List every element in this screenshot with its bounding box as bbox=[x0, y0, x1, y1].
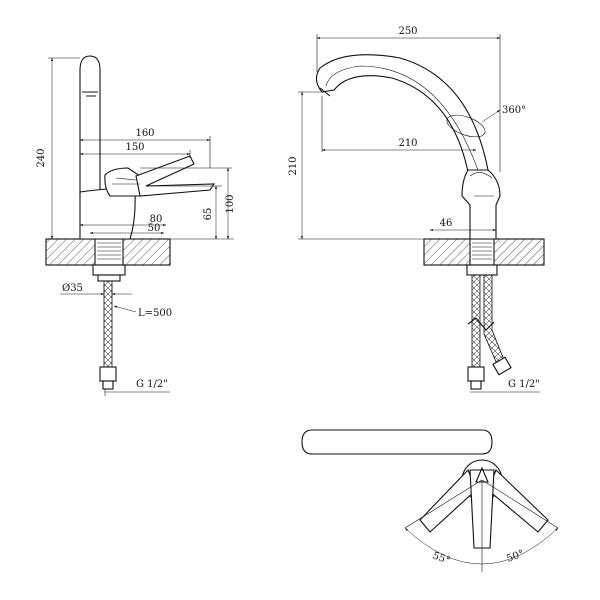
top-spout bbox=[301, 429, 493, 455]
side-spout bbox=[79, 55, 101, 196]
side-lever bbox=[135, 155, 216, 197]
dim-50: 50 bbox=[148, 223, 161, 234]
dim-210-reach: 210 bbox=[398, 138, 417, 149]
front-body bbox=[461, 169, 501, 240]
front-hose-end-left bbox=[470, 380, 482, 390]
dim-250: 250 bbox=[398, 26, 417, 37]
side-hose-end bbox=[102, 380, 114, 390]
angle-50: 50° bbox=[505, 548, 525, 564]
dim-150: 150 bbox=[125, 142, 144, 153]
front-nut bbox=[466, 264, 498, 276]
dim-diameter: Ø35 bbox=[62, 283, 83, 294]
rotation-arrow bbox=[481, 109, 501, 123]
side-view: 240 160 150 100 65 80 50 Ø35 L=500 G 1/2… bbox=[36, 55, 236, 396]
dim-rotation: 360° bbox=[502, 105, 526, 116]
rotation-ellipse bbox=[446, 114, 486, 138]
front-mount-lines bbox=[472, 242, 492, 260]
angle-55: 55° bbox=[431, 550, 451, 566]
dim-hose-length: L=500 bbox=[138, 308, 172, 319]
front-hose-fitting-right bbox=[492, 356, 512, 376]
side-lever-cap bbox=[112, 177, 140, 185]
front-hose-right bbox=[483, 274, 505, 365]
dim-210-height: 210 bbox=[288, 156, 299, 175]
dim-160: 160 bbox=[135, 128, 154, 139]
side-hose bbox=[103, 280, 113, 368]
side-nut-lower bbox=[97, 274, 121, 282]
dim-80: 80 bbox=[150, 214, 163, 225]
front-spout bbox=[315, 54, 489, 173]
dim-65: 65 bbox=[203, 208, 214, 221]
side-hose-fitting bbox=[99, 366, 117, 382]
top-view: 55° 50° bbox=[301, 429, 559, 572]
dim-thread-side: G 1/2" bbox=[136, 379, 168, 390]
front-hose-break bbox=[467, 317, 495, 331]
dim-thread-front: G 1/2" bbox=[508, 379, 540, 390]
dim-46: 46 bbox=[440, 218, 453, 229]
front-hose-fitting-left bbox=[467, 366, 485, 382]
dim-100: 100 bbox=[225, 194, 236, 213]
side-mount-lines bbox=[97, 242, 121, 260]
front-view: 360° 250 210 210 46 G 1/2" bbox=[288, 26, 545, 393]
dim-240: 240 bbox=[36, 148, 47, 167]
top-lever-right bbox=[487, 469, 549, 533]
front-aerator bbox=[319, 87, 331, 97]
front-lever bbox=[469, 172, 494, 197]
side-aerator bbox=[82, 91, 98, 97]
side-nut bbox=[92, 264, 126, 276]
front-spout-inner bbox=[325, 65, 479, 171]
